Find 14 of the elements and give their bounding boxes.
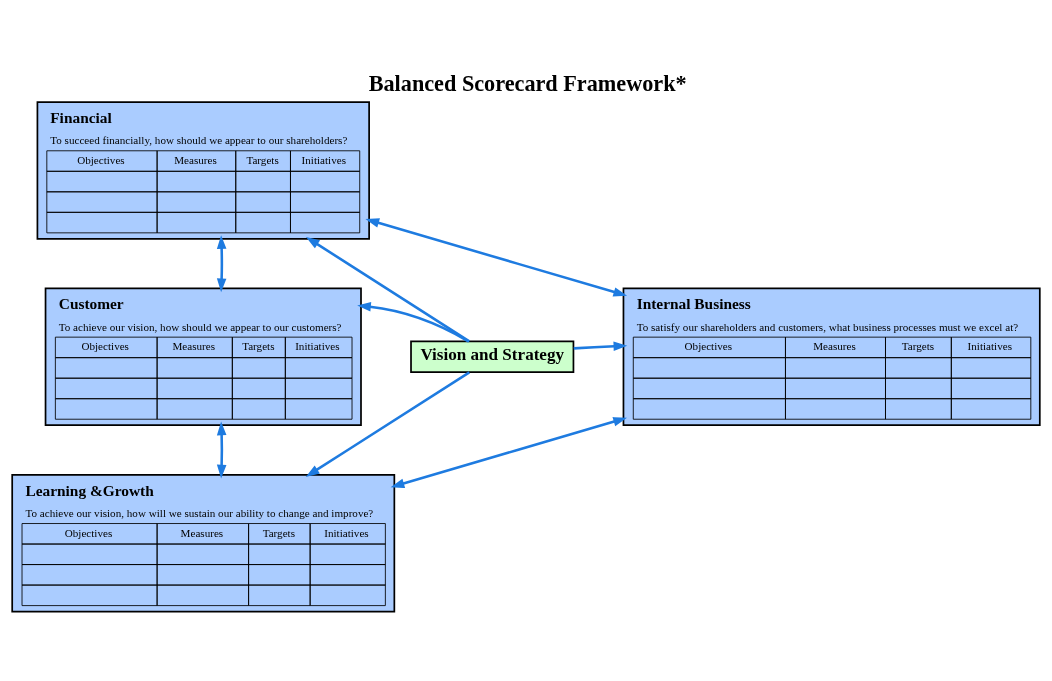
arrow [573,340,628,351]
node-box: Customer To achieve our vision, how should we appear to our customers? Objectives Measures Targets Initiatives [44,287,362,426]
arrow [305,236,470,342]
arrow [305,370,470,477]
node-box: Vision and Strategy [410,340,575,373]
arrow [216,234,227,292]
arrow [357,301,470,342]
node-box: Internal Business To satisfy our shareholders and customers, what business processes must we excel at? Objectives Measures Targets Initiatives [622,287,1041,426]
arrow [365,217,628,297]
node-box: Learning &Growth To achieve our vision, how will we sustain our ability to change and improve? Objectives Measures Targets Initiatives [11,473,396,612]
arrow [216,421,227,478]
node-box: Financial To succeed financially, how should we appear to our shareholders? Objectives Measures Targets Initiatives [36,100,370,240]
diagram-title: Balanced Scorecard Framework* [368,70,687,96]
arrow [390,416,627,488]
